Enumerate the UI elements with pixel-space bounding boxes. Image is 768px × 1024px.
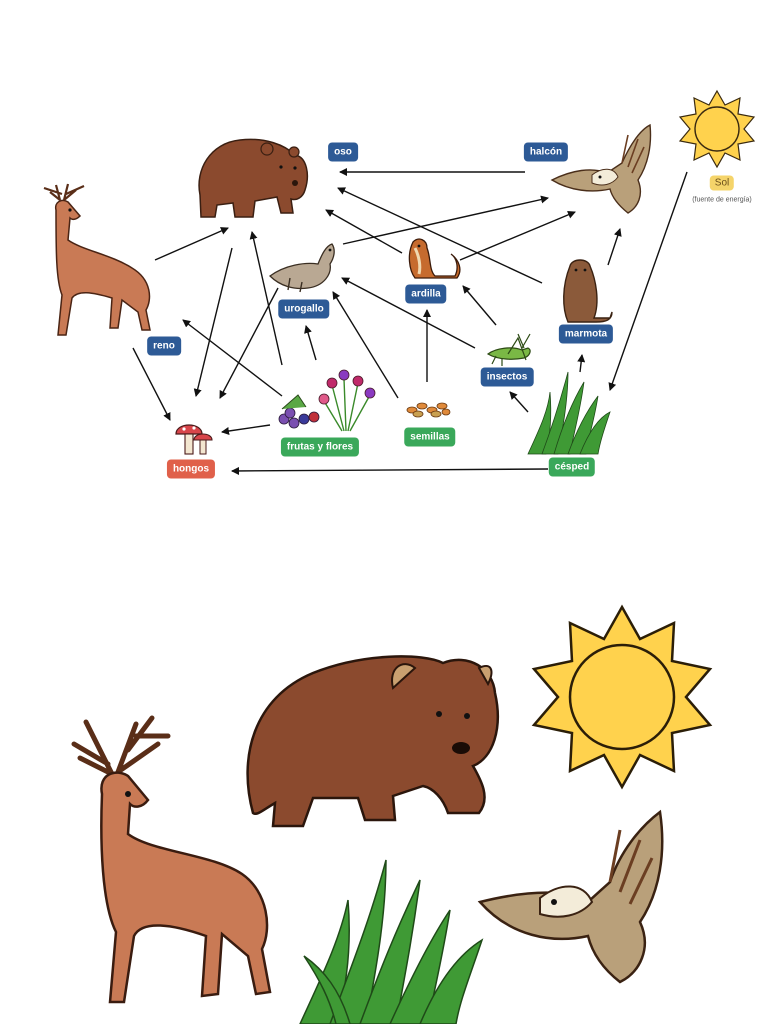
arrow-reno-hongos <box>132 347 171 421</box>
label-oso: oso <box>328 142 358 162</box>
arrow-frutas-reno <box>182 319 283 397</box>
arrow-frutas-urogallo <box>304 325 317 361</box>
label-marmota: marmota <box>558 324 614 344</box>
large-hawk-icon <box>477 809 664 984</box>
arrow-frutas-oso <box>249 231 283 366</box>
sun-icon <box>678 89 756 169</box>
label-insectos: insectos <box>480 367 534 387</box>
label-frutas: frutas y flores <box>280 437 360 457</box>
label-sol: Sol <box>709 175 735 191</box>
large-sun-icon <box>531 604 713 790</box>
large-grass-icon <box>299 859 484 1024</box>
hawk-icon <box>550 123 652 214</box>
arrow-urogallo-hongos <box>219 287 279 399</box>
arrow-cesped-hongos <box>231 466 549 475</box>
label-reno: reno <box>147 336 181 356</box>
label-urogallo: urogallo <box>278 299 330 319</box>
marmot-icon <box>563 259 613 323</box>
arrow-frutas-hongos <box>221 424 271 435</box>
arrow-ardilla-oso <box>325 209 403 254</box>
grouse-icon <box>269 243 335 293</box>
arrow-cesped-marmota <box>577 354 586 373</box>
arrow-ardilla-halcon <box>459 211 576 261</box>
arrow-marmota-halcon <box>607 228 622 266</box>
label-cesped: césped <box>548 457 596 477</box>
arrow-insectos-urogallo <box>341 277 476 349</box>
label-hongos: hongos <box>166 459 216 479</box>
bear-icon <box>198 138 308 218</box>
arrow-marmota-oso <box>337 187 543 284</box>
arrow-semillas-urogallo <box>332 291 399 399</box>
grass-icon <box>527 371 611 455</box>
arrow-cesped-insectos <box>509 391 529 413</box>
berries-flowers-icon <box>278 369 376 432</box>
label-semillas: semillas <box>404 427 456 447</box>
food-web-diagram <box>43 89 756 455</box>
arrow-urogallo-halcon <box>342 195 549 245</box>
mushroom-icon <box>175 424 213 455</box>
large-deer-icon <box>71 715 272 1004</box>
arrow-oso-hongos <box>193 247 233 397</box>
arrow-reno-oso <box>154 227 229 261</box>
large-bear-icon <box>246 655 499 828</box>
arrow-sol-cesped <box>608 171 688 391</box>
arrow-insectos-ardilla <box>462 285 497 326</box>
label-halcon: halcón <box>523 142 569 162</box>
squirrel-icon <box>408 238 461 279</box>
label-ardilla: ardilla <box>405 284 447 304</box>
deer-icon <box>43 183 151 336</box>
seeds-icon <box>406 402 451 418</box>
grasshopper-icon <box>486 333 531 366</box>
label-sol-note: (fuente de energía) <box>692 196 752 204</box>
